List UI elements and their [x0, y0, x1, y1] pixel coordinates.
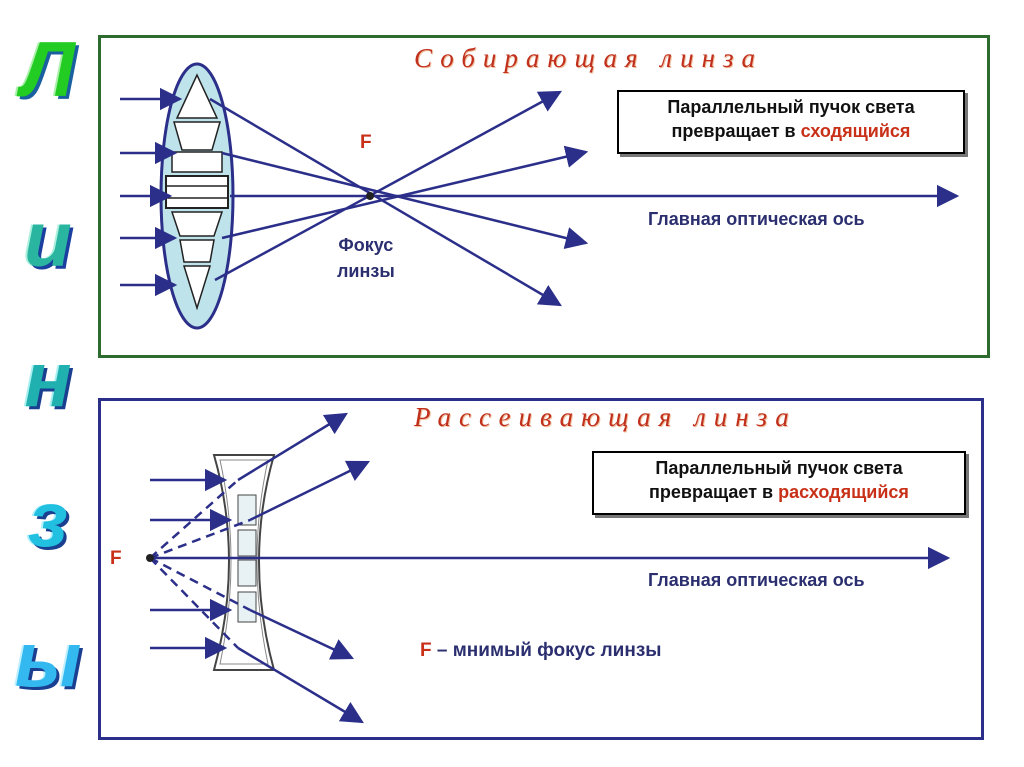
diverging-rays: [149, 412, 371, 724]
diverging-box-line2: превращает в расходящийся: [594, 480, 964, 504]
diverging-lens: [212, 454, 276, 671]
focus-label-line2: линзы: [337, 261, 395, 281]
focus-label-line1: Фокус: [338, 235, 394, 255]
diverging-description-box: Параллельный пучок света превращает в ра…: [592, 451, 966, 515]
diverging-box-prefix: превращает в: [649, 482, 779, 502]
focus-label: Фокус линзы: [337, 232, 395, 284]
converging-box-highlight: сходящийся: [800, 121, 911, 141]
axis-label-bottom: Главная оптическая ось: [648, 570, 865, 590]
side-letter-1: Л: [21, 25, 75, 113]
focus-letter-bottom: F: [110, 548, 122, 569]
side-letter-4: з: [28, 475, 68, 563]
side-letter-3: н: [24, 335, 72, 423]
virtual-focus-text: – мнимый фокус линзы: [431, 640, 662, 661]
diverging-box-line1: Параллельный пучок света: [655, 458, 903, 478]
converging-lens: [159, 62, 235, 330]
converging-lens-panel: [98, 35, 990, 358]
side-letter-2: и: [24, 195, 72, 283]
focus-letter-top: F: [360, 132, 372, 153]
converging-description-box: Параллельный пучок света превращает в сх…: [617, 90, 965, 154]
focus-point-bottom: [146, 554, 154, 562]
side-letter-5: ы: [14, 615, 82, 703]
converging-box-line1: Параллельный пучок света: [667, 97, 915, 117]
diverging-lens-panel: [98, 398, 984, 740]
virtual-focus-letter: F: [420, 640, 432, 661]
converging-lens-title: Собирающая линза: [414, 43, 764, 73]
virtual-focus-note: F – мнимый фокус линзы: [420, 640, 662, 662]
converging-box-prefix: превращает в: [671, 121, 801, 141]
diverging-box-highlight: расходящийся: [778, 482, 909, 502]
converging-box-line2: превращает в сходящийся: [619, 119, 963, 143]
focus-point-top: [366, 192, 374, 200]
diverging-lens-title: Рассеивающая линза: [414, 402, 797, 432]
axis-label-top: Главная оптическая ось: [648, 209, 865, 229]
